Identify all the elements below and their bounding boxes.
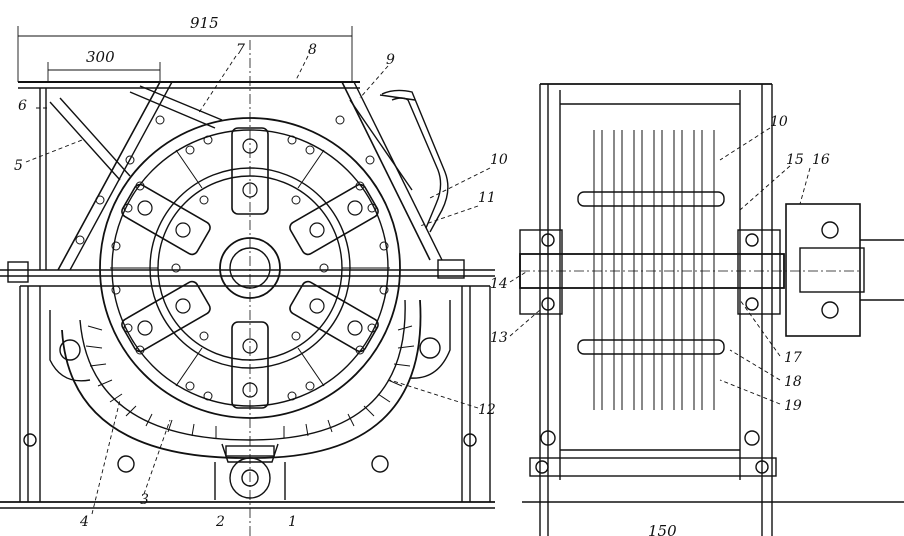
callout-label: 15 <box>786 152 804 168</box>
callout-label: 10 <box>490 152 508 168</box>
callout-label: 11 <box>478 190 496 206</box>
callout-label: 7 <box>236 42 245 58</box>
callout-label: 6 <box>18 98 27 114</box>
dimension-overall-width: 915 <box>190 14 219 32</box>
callout-label: 2 <box>215 514 225 530</box>
callout-label: 10 <box>770 114 788 130</box>
callout-label: 4 <box>79 514 89 530</box>
callout-label: 14 <box>490 276 508 292</box>
callout-label: 16 <box>812 152 830 168</box>
side-view <box>509 83 904 536</box>
callout-label: 12 <box>478 402 496 418</box>
callout-label: 1 <box>288 514 297 530</box>
callout-label: 3 <box>140 492 149 508</box>
dimension-bottom: 150 <box>648 522 677 536</box>
callout-label: 5 <box>14 158 23 174</box>
callout-label: 18 <box>784 374 802 390</box>
front-view <box>0 26 495 536</box>
callout-label: 8 <box>308 42 317 58</box>
callout-label: 13 <box>490 330 508 346</box>
dimension-partial-width: 300 <box>86 48 115 66</box>
callout-label: 9 <box>386 52 395 68</box>
callout-label: 19 <box>784 398 802 414</box>
callout-label: 17 <box>784 350 802 366</box>
